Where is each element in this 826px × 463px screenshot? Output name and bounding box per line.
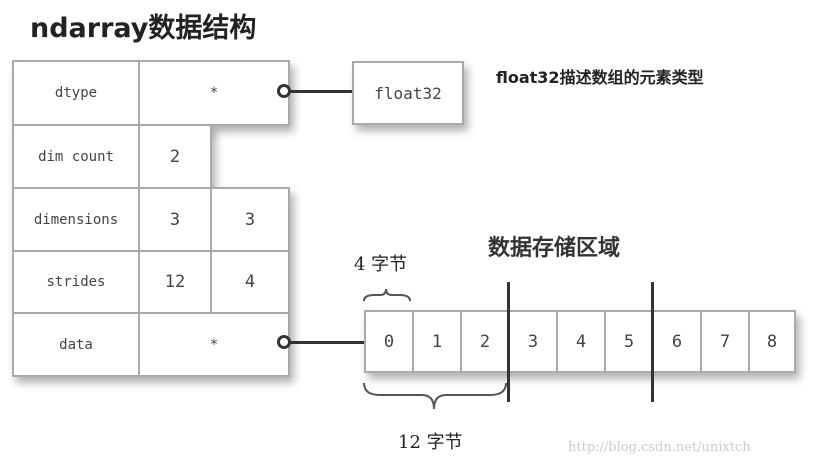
data-pointer: * <box>138 312 290 377</box>
array-element: 6 <box>652 310 702 373</box>
array-element: 3 <box>508 310 558 373</box>
row-divider-2 <box>651 282 654 402</box>
array-element: 0 <box>364 310 414 373</box>
array-element: 4 <box>556 310 606 373</box>
braces <box>363 288 507 410</box>
data-label: data <box>12 312 140 377</box>
strides-value-0: 12 <box>138 250 212 314</box>
dim-count-value: 2 <box>138 124 212 189</box>
data-connector <box>290 341 366 344</box>
dimensions-value-1: 3 <box>210 187 290 252</box>
dim-count-label: dim count <box>12 124 140 189</box>
strides-value-1: 4 <box>210 250 290 314</box>
array-element: 2 <box>460 310 510 373</box>
data-pointer-circle <box>277 335 291 349</box>
row-bytes-label: 12 字节 <box>398 432 463 453</box>
row-divider-1 <box>507 282 510 402</box>
dtype-note: float32描述数组的元素类型 <box>496 68 704 87</box>
row-brace-icon <box>363 382 507 410</box>
dimensions-value-0: 3 <box>138 187 212 252</box>
array-element: 7 <box>700 310 750 373</box>
dtype-pointer: * <box>138 60 290 126</box>
array-element: 5 <box>604 310 654 373</box>
array-element: 8 <box>748 310 796 373</box>
dimensions-label: dimensions <box>12 187 140 252</box>
dtype-pointer-circle <box>277 84 291 98</box>
array-element: 1 <box>412 310 462 373</box>
dtype-label: dtype <box>12 60 140 126</box>
storage-title: 数据存储区域 <box>488 236 621 261</box>
watermark: http://blog.csdn.net/unixtch <box>568 440 751 455</box>
dtype-box: float32 <box>352 61 464 125</box>
strides-label: strides <box>12 250 140 314</box>
diagram-title: ndarray数据结构 <box>30 13 257 44</box>
element-bytes-label: 4 字节 <box>354 254 408 275</box>
dtype-connector <box>290 90 354 93</box>
element-brace-icon <box>363 288 411 302</box>
